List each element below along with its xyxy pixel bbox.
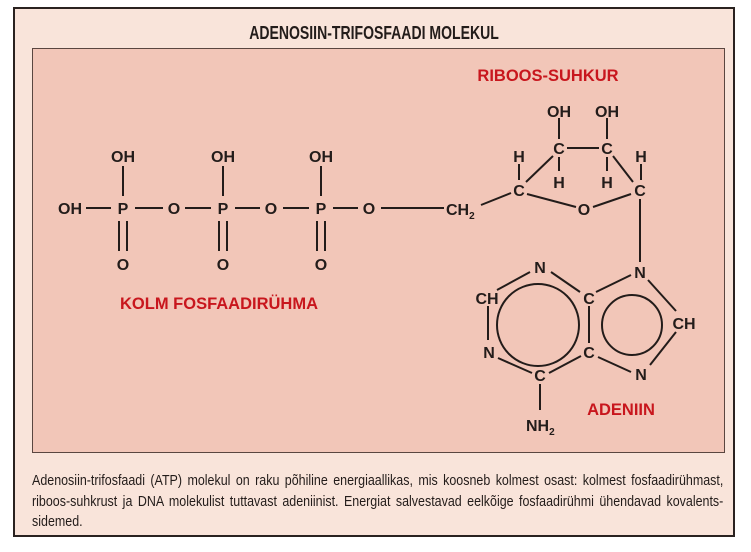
atom-o-ester: O bbox=[363, 201, 375, 218]
figure-title-text: ADENOSIIN-TRIFOSFAADI MOLEKUL bbox=[249, 23, 499, 43]
atom-sugar-c2-oh: OH bbox=[547, 104, 571, 121]
atom-o23: O bbox=[265, 201, 277, 218]
label-ribose: RIBOOS-SUHKUR bbox=[477, 67, 618, 85]
atom-p1: P bbox=[118, 201, 129, 218]
label-phosphate-group: KOLM FOSFAADIRÜHMA bbox=[120, 294, 318, 313]
atom-sugar-c4-h: H bbox=[635, 149, 647, 166]
atom-ch2: CH2 bbox=[446, 202, 475, 222]
atom-ade-c8: CH bbox=[672, 316, 695, 333]
atom-sugar-c2: C bbox=[553, 141, 565, 158]
ribose-atoms: C H C OH H C OH H C H O bbox=[513, 104, 647, 219]
atom-p3-o: O bbox=[315, 257, 327, 274]
atom-ade-nh2: NH2 bbox=[526, 418, 555, 438]
figure-frame: ADENOSIIN-TRIFOSFAADI MOLEKUL Adenosiin-… bbox=[13, 7, 735, 537]
atom-p3: P bbox=[316, 201, 327, 218]
atom-ade-n7: N bbox=[635, 367, 647, 384]
adenine-atoms: N CH N C C N CH N C NH2 bbox=[475, 260, 695, 438]
atom-ade-c2: CH bbox=[475, 291, 498, 308]
atom-p2-o: O bbox=[217, 257, 229, 274]
atom-sugar-c3: C bbox=[601, 141, 613, 158]
atom-sugar-c1: C bbox=[513, 183, 525, 200]
atom-p2-oh: OH bbox=[211, 149, 235, 166]
atom-ade-n1: N bbox=[483, 345, 495, 362]
label-adenine: ADENIIN bbox=[587, 401, 655, 419]
atom-p1-oh: OH bbox=[111, 149, 135, 166]
atom-oh-terminal: OH bbox=[58, 201, 82, 218]
caption-text: Adenosiin-trifosfaadi (ATP) molekul on r… bbox=[32, 473, 724, 530]
phosphate-atoms: OH P OH O O P OH O O P OH O O CH2 bbox=[58, 149, 475, 274]
atom-sugar-c2-h: H bbox=[553, 175, 565, 192]
ribose-bonds bbox=[480, 118, 642, 262]
atom-ade-c5: C bbox=[583, 345, 595, 362]
atom-sugar-c3-oh: OH bbox=[595, 104, 619, 121]
atom-p1-o: O bbox=[117, 257, 129, 274]
atom-sugar-c4: C bbox=[634, 183, 646, 200]
atom-ade-c6: C bbox=[534, 368, 546, 385]
atom-ade-n9: N bbox=[634, 265, 646, 282]
atom-sugar-c1-h: H bbox=[513, 149, 525, 166]
atom-p2: P bbox=[218, 201, 229, 218]
atom-o12: O bbox=[168, 201, 180, 218]
figure-title: ADENOSIIN-TRIFOSFAADI MOLEKUL bbox=[15, 23, 733, 44]
atom-sugar-o: O bbox=[578, 202, 590, 219]
atom-sugar-c3-h: H bbox=[601, 175, 613, 192]
atom-ade-c4: C bbox=[583, 291, 595, 308]
molecule-panel bbox=[32, 48, 725, 453]
adenine-bonds bbox=[487, 271, 677, 410]
atom-p3-oh: OH bbox=[309, 149, 333, 166]
atom-ade-n3: N bbox=[534, 260, 546, 277]
figure-caption: Adenosiin-trifosfaadi (ATP) molekul on r… bbox=[32, 471, 725, 533]
phosphate-bonds bbox=[86, 166, 444, 251]
